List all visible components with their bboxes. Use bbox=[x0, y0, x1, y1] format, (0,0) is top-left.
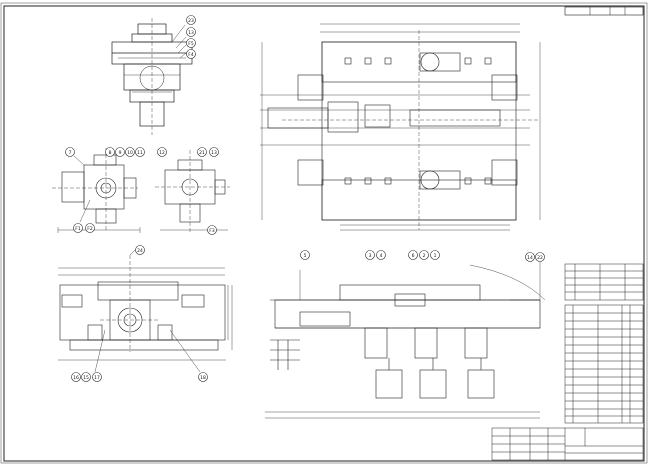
border-frame bbox=[0, 2, 648, 464]
balloon-label: 2 bbox=[423, 253, 426, 259]
balloon-label: 11 bbox=[137, 150, 143, 156]
balloon-label: F5 bbox=[188, 41, 194, 47]
balloons-bottom-right: 5 3 4 6 2 1 14 22 bbox=[300, 250, 545, 262]
top-right-label-box bbox=[564, 6, 644, 16]
balloon-label: F3 bbox=[209, 228, 215, 234]
balloons-middle-left: 7 8 9 10 11 F1 F2 12 21 13 F3 bbox=[65, 147, 219, 235]
balloon-label: 18 bbox=[200, 375, 206, 381]
balloon-label: 15 bbox=[83, 375, 89, 381]
balloon-label: 13 bbox=[211, 150, 217, 156]
balloon-label: 8 bbox=[109, 150, 112, 156]
balloon-label: 6 bbox=[412, 253, 415, 259]
balloons-top-left: 23 13 F5 F4 bbox=[186, 15, 196, 59]
revision-table bbox=[564, 263, 644, 301]
view-bottom-left-front bbox=[58, 244, 233, 373]
balloon-label: 12 bbox=[159, 150, 165, 156]
balloon-label: 21 bbox=[199, 150, 205, 156]
outer-frame bbox=[3, 5, 645, 462]
balloon-label: 3 bbox=[369, 253, 372, 259]
balloon-label: F4 bbox=[188, 52, 194, 58]
balloon-label: F2 bbox=[87, 226, 93, 232]
view-middle-left-section bbox=[52, 148, 141, 233]
balloon-label: 4 bbox=[380, 253, 383, 259]
balloon-label: F1 bbox=[75, 226, 81, 232]
view-top-left-motor bbox=[111, 18, 193, 135]
balloon-label: 1 bbox=[434, 253, 437, 259]
view-middle-right-section bbox=[155, 150, 230, 232]
balloon-label: 7 bbox=[69, 150, 72, 156]
balloon-label: 24 bbox=[137, 248, 143, 254]
view-bottom-right-side bbox=[265, 262, 546, 419]
balloon-label: 23 bbox=[188, 18, 194, 24]
balloons-bottom-left: 24 16 15 17 18 bbox=[71, 245, 208, 382]
balloon-label: 14 bbox=[527, 255, 533, 261]
balloon-label: 13 bbox=[188, 30, 194, 36]
balloon-label: 16 bbox=[73, 375, 79, 381]
balloon-label: 5 bbox=[304, 253, 307, 259]
balloon-label: 22 bbox=[537, 255, 543, 261]
title-block bbox=[491, 427, 644, 461]
balloon-label: 9 bbox=[119, 150, 122, 156]
balloon-label: 17 bbox=[94, 375, 100, 381]
balloon-label: 10 bbox=[127, 150, 133, 156]
view-top-right-plan bbox=[260, 23, 541, 231]
parts-list-table bbox=[564, 304, 644, 424]
